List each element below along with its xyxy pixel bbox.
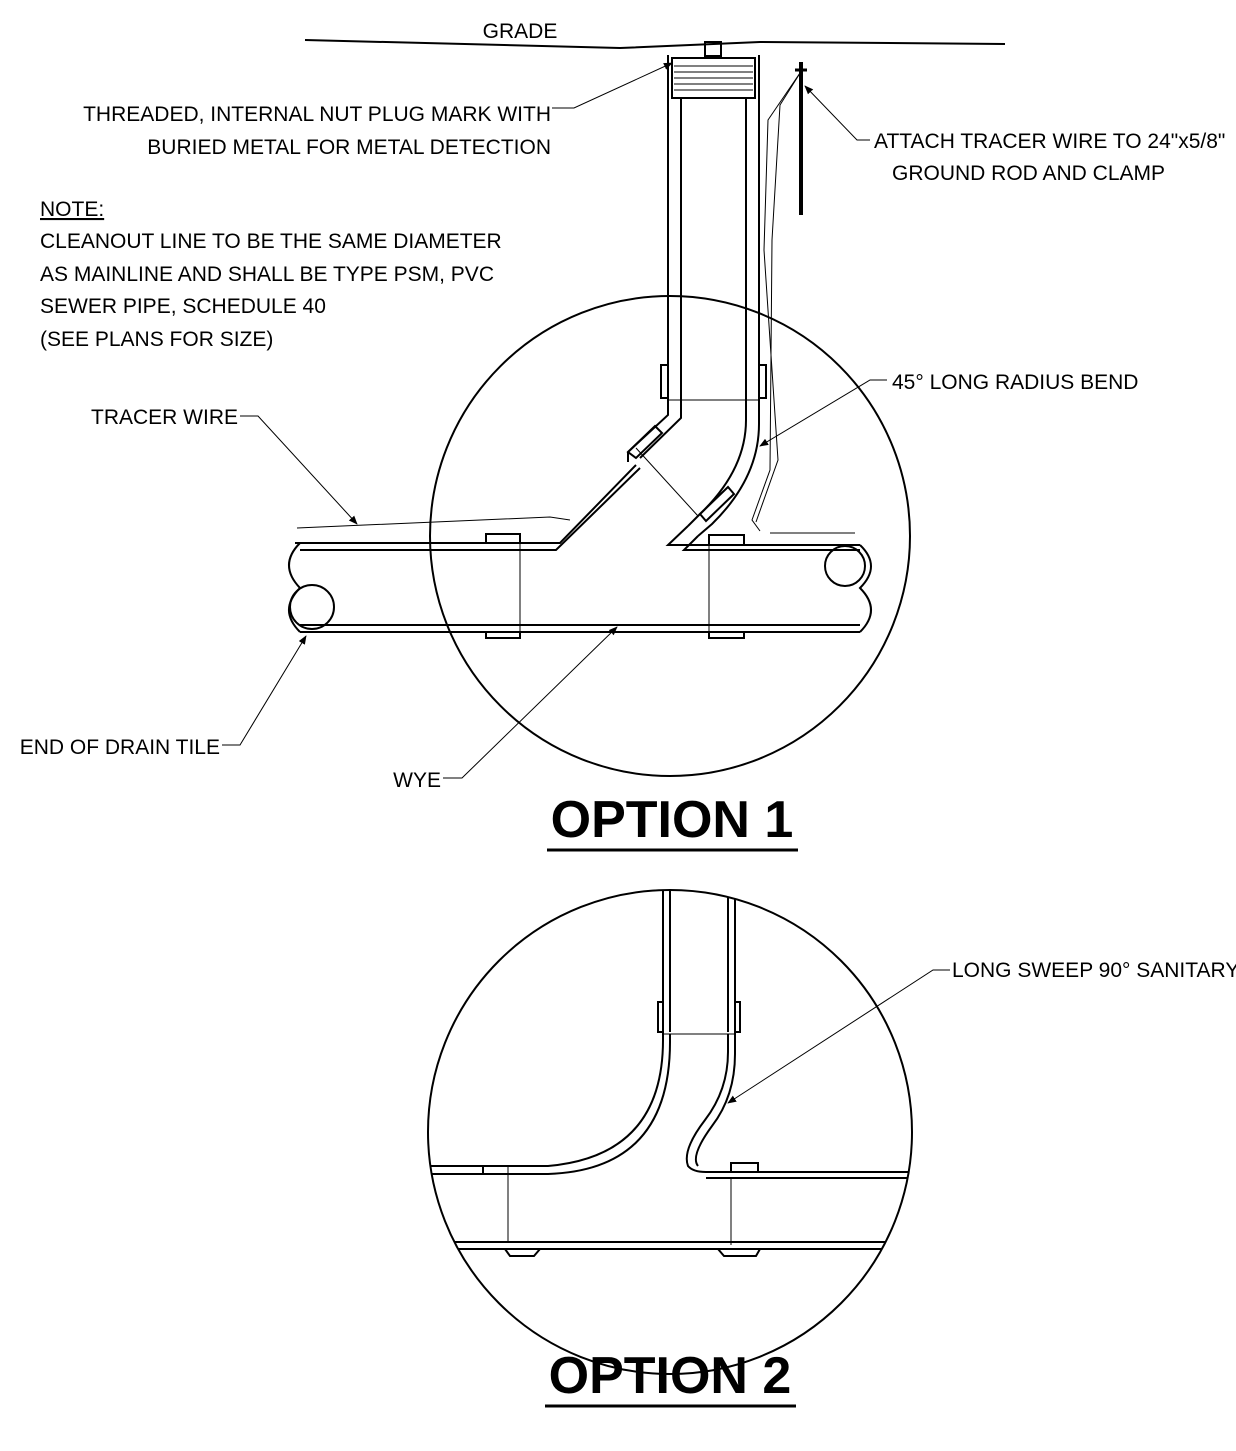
tracer-attach-label-line1: ATTACH TRACER WIRE TO 24"x5/8" bbox=[874, 130, 1225, 153]
option1-detail: GRADE THREADED, INTERNAL NUT PLUG MARK W… bbox=[20, 20, 1225, 852]
note-line-1: CLEANOUT LINE TO BE THE SAME DIAMETER bbox=[40, 230, 502, 253]
grade-line bbox=[304, 39, 1006, 50]
bend-label: 45° LONG RADIUS BEND bbox=[892, 371, 1138, 394]
wye-label: WYE bbox=[393, 769, 441, 792]
note-line-2: AS MAINLINE AND SHALL BE TYPE PSM, PVC bbox=[40, 263, 494, 286]
drain-tile-label: END OF DRAIN TILE bbox=[20, 736, 220, 759]
note-line-3: SEWER PIPE, SCHEDULE 40 bbox=[40, 295, 326, 318]
grade-label: GRADE bbox=[483, 20, 558, 43]
option1-detail-circle bbox=[429, 295, 911, 777]
plug-leader bbox=[552, 62, 673, 109]
option2-detail: LONG SWEEP 90° SANITARY OPTION 2 bbox=[427, 889, 1236, 1408]
plug-cap bbox=[704, 41, 722, 57]
option1-title: OPTION 1 bbox=[551, 791, 794, 849]
bend-leader bbox=[759, 379, 887, 447]
wye-fitting bbox=[288, 464, 872, 639]
sanitary-tee bbox=[430, 890, 910, 1257]
tracer-wire-label: TRACER WIRE bbox=[91, 406, 238, 429]
ground-rod bbox=[795, 62, 807, 215]
drain-tile-leader bbox=[222, 635, 307, 746]
wye-leader bbox=[443, 626, 618, 779]
plug-label-line2: BURIED METAL FOR METAL DETECTION bbox=[147, 136, 551, 159]
sweep-leader bbox=[727, 969, 950, 1104]
plug-label-line1: THREADED, INTERNAL NUT PLUG MARK WITH bbox=[83, 103, 551, 126]
tracer-wire-leader bbox=[240, 415, 358, 525]
tracer-wire bbox=[296, 69, 855, 534]
sweep-label: LONG SWEEP 90° SANITARY bbox=[952, 959, 1236, 982]
tracer-attach-label-line2: GROUND ROD AND CLAMP bbox=[892, 162, 1165, 185]
tracer-attach-leader bbox=[804, 85, 870, 141]
note-line-4: (SEE PLANS FOR SIZE) bbox=[40, 328, 273, 351]
option2-title: OPTION 2 bbox=[549, 1347, 792, 1405]
note-heading: NOTE: bbox=[40, 198, 104, 221]
cleanout-riser bbox=[660, 55, 767, 401]
long-radius-bend bbox=[626, 398, 760, 537]
